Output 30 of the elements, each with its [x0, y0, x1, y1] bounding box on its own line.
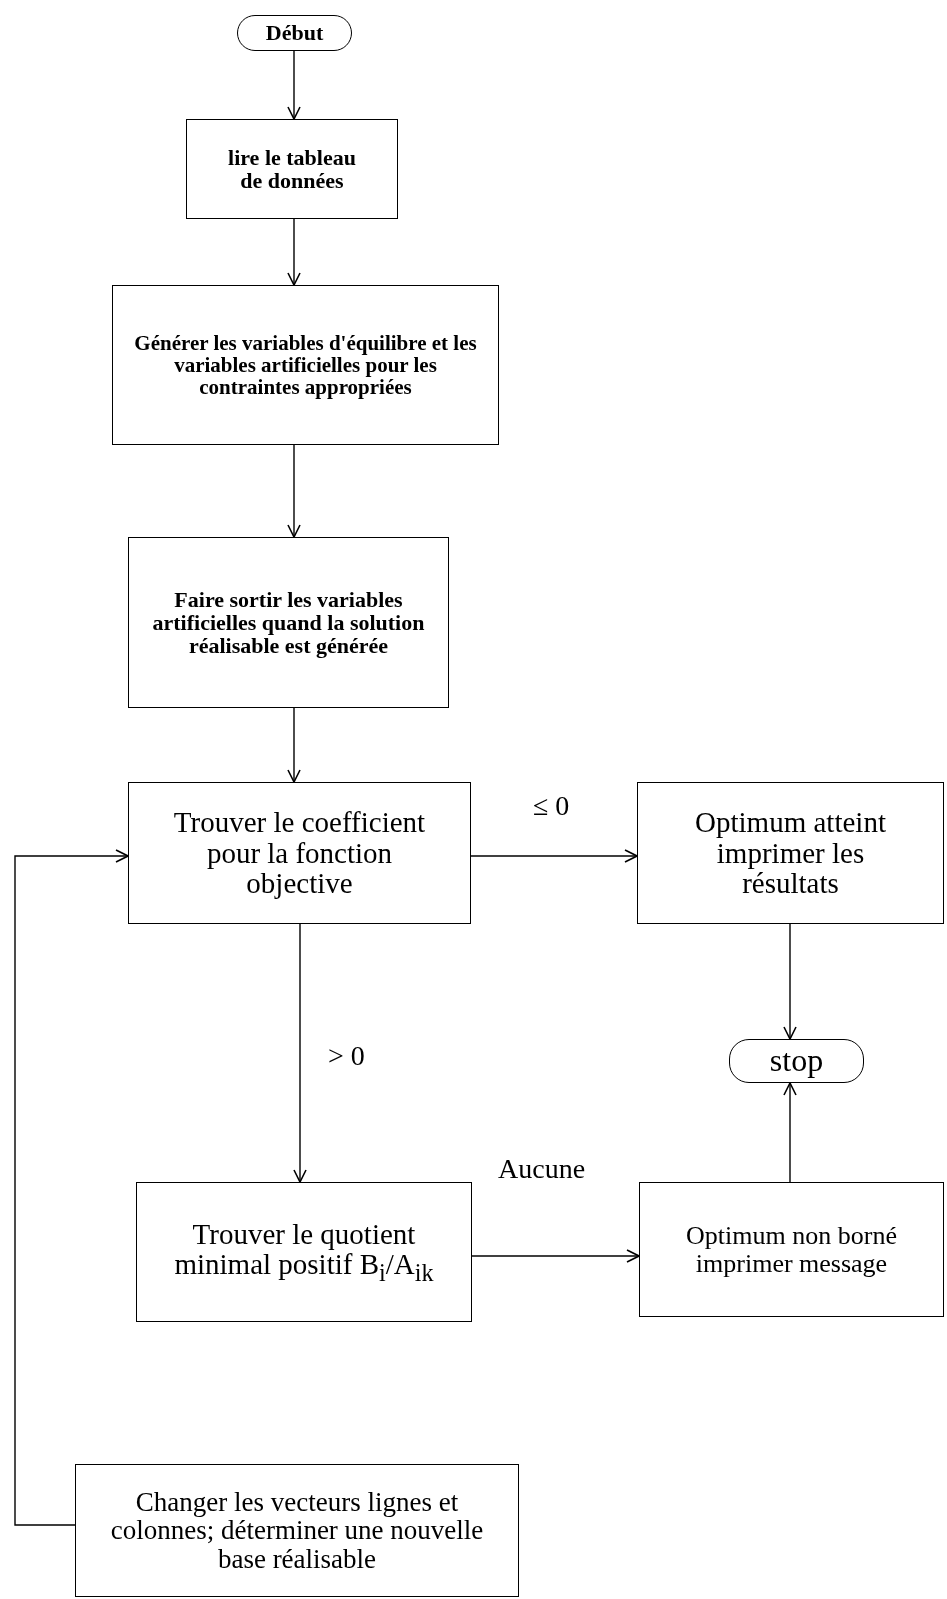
arrow: [287, 707, 301, 783]
terminal-box: [237, 15, 352, 51]
process-box: [637, 782, 944, 924]
node-text: Optimum non borné imprimer message: [685, 1222, 898, 1277]
arrow: [471, 1249, 640, 1263]
node-text: Début: [264, 21, 325, 45]
node-text: Trouver le coefficient pour la fonction objective: [172, 807, 427, 899]
node-text: Générer les variables d'équilibre et les variables artificielles pour les contraintes appropriées: [133, 331, 478, 399]
process-box: [75, 1464, 519, 1597]
node-text: stop: [768, 1044, 825, 1078]
process-box: [128, 537, 449, 708]
arrow: [470, 849, 638, 863]
process-box: [186, 119, 398, 219]
arrow: [293, 923, 307, 1183]
node-text: Faire sortir les variables artificielles quand la solution réalisable est générée: [151, 587, 426, 658]
arrow: [287, 218, 301, 286]
arrow: [287, 444, 301, 538]
process-box: [128, 782, 471, 924]
node-text: Optimum atteint imprimer les résultats: [694, 807, 887, 899]
arrow: [783, 923, 797, 1040]
process-box: [639, 1182, 944, 1317]
node-text: Changer les vecteurs lignes et colonnes; déterminer une nouvelle base réalisable: [109, 1488, 485, 1573]
node-text: lire le tableau de données: [227, 145, 357, 193]
arrow: [14, 849, 129, 1526]
process-box: [112, 285, 499, 445]
terminal-box: [729, 1039, 864, 1083]
process-box: [136, 1182, 472, 1322]
node-text: Trouver le quotient minimal positif B$_{i}$/A$_{ik}$: [173, 1218, 435, 1286]
arrow: [783, 1082, 797, 1183]
arrow: [287, 50, 301, 120]
